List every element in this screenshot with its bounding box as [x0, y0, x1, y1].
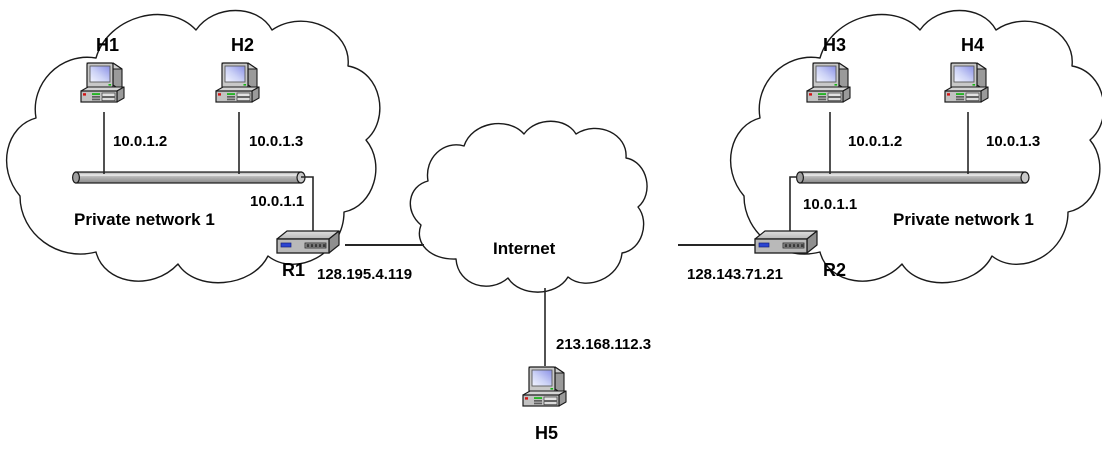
ip-label-h4: 10.0.1.3	[986, 133, 1041, 150]
ip-label-r2-private: 10.0.1.1	[803, 196, 858, 213]
ethernet-bus-right	[795, 171, 1030, 184]
router-label-r1: R1	[282, 260, 306, 280]
router-label-r2: R2	[823, 260, 847, 280]
ip-label-h3: 10.0.1.2	[848, 133, 903, 150]
ip-label-h5: 213.168.112.3	[556, 336, 652, 353]
ip-label-r1-private: 10.0.1.1	[250, 193, 305, 210]
cloud-internet	[409, 120, 648, 293]
host-label-h5: H5	[535, 423, 559, 443]
router-r1[interactable]	[276, 230, 340, 254]
cloud-label-internet: Internet	[493, 239, 556, 258]
host-label-h4: H4	[961, 35, 985, 55]
ip-label-h2: 10.0.1.3	[249, 133, 304, 150]
network-label-right: Private network 1	[893, 210, 1034, 229]
router-r2[interactable]	[754, 230, 818, 254]
ip-label-r2-public: 128.143.71.21	[687, 266, 783, 283]
link-bus-to-r1	[301, 176, 314, 234]
host-label-h2: H2	[231, 35, 255, 55]
host-label-h3: H3	[823, 35, 847, 55]
ethernet-bus-left	[71, 171, 306, 184]
host-h1[interactable]	[80, 62, 125, 103]
host-h3[interactable]	[806, 62, 851, 103]
host-label-h1: H1	[96, 35, 120, 55]
ip-label-r1-public: 128.195.4.119	[317, 266, 413, 283]
host-h4[interactable]	[944, 62, 989, 103]
network-label-left: Private network 1	[74, 210, 215, 229]
link-bus-to-r2	[789, 176, 797, 234]
ip-label-h1: 10.0.1.2	[113, 133, 168, 150]
host-h2[interactable]	[215, 62, 260, 103]
host-h5[interactable]	[522, 366, 567, 407]
